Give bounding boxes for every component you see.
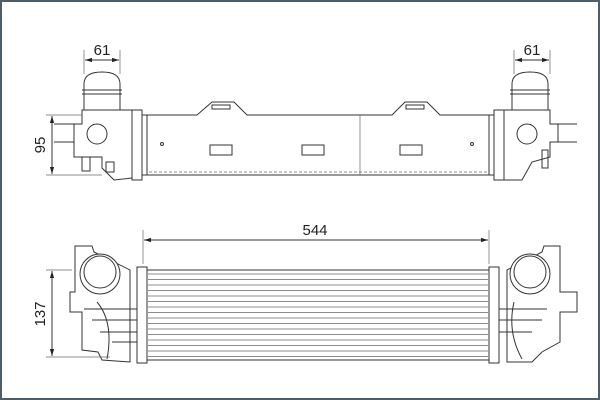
dim-label-137: 137 [32,301,49,326]
top-core-body [146,101,490,176]
dim-label-61-right: 61 [524,42,541,59]
dim-label-61-left: 61 [94,42,111,59]
front-view: 544 137 [32,222,578,364]
top-view: 61 61 95 [32,42,577,181]
top-right-tank [488,71,577,181]
dim-label-544: 544 [302,222,327,239]
dim-label-95: 95 [32,137,49,154]
front-core [146,269,490,361]
top-left-tank [54,71,148,181]
